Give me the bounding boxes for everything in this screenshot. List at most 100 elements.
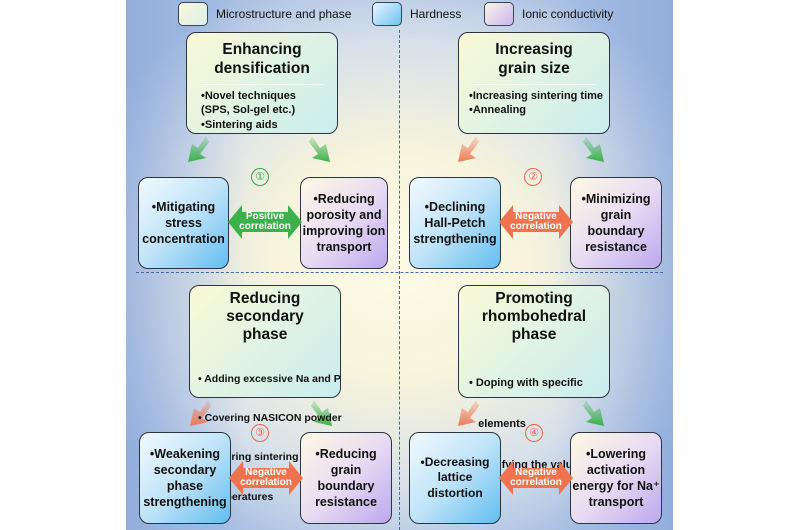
legend: Microstructure and phase Hardness Ionic … bbox=[126, 0, 673, 28]
arrow-down-left-icon bbox=[188, 136, 209, 162]
title-line: rhombohedral bbox=[481, 307, 587, 325]
vertical-divider bbox=[399, 30, 400, 530]
legend-swatch-microstructure bbox=[178, 2, 208, 26]
title-line: Reducing bbox=[229, 290, 301, 307]
title-line: secondary bbox=[226, 307, 304, 325]
effect-line: •Reducing bbox=[315, 446, 377, 461]
title-line: phase bbox=[511, 325, 557, 343]
legend-label: Microstructure and phase bbox=[216, 7, 352, 21]
correlation-label: Negative correlation bbox=[229, 459, 303, 497]
title-line: grain size bbox=[498, 59, 570, 77]
effect-line: grain boundary bbox=[317, 462, 375, 493]
legend-label: Ionic conductivity bbox=[522, 7, 614, 21]
effect-line: phase bbox=[166, 479, 204, 493]
effect-line: Hall-Petch bbox=[424, 215, 486, 230]
correlation-line2: correlation bbox=[510, 477, 562, 488]
title-line: Increasing bbox=[495, 41, 573, 58]
correlation-line1: Negative bbox=[515, 466, 557, 478]
main-box-title: Reducing secondary phase bbox=[226, 290, 304, 343]
legend-swatch-ionic-conductivity bbox=[484, 2, 514, 26]
effect-line: •Lowering bbox=[586, 446, 646, 461]
effect-box-reducing-porosity: •Reducing porosity and improving ion tra… bbox=[300, 177, 388, 269]
bullet: elements bbox=[469, 418, 526, 431]
title-line: densification bbox=[214, 59, 310, 77]
main-box-enhancing-densification: Enhancing densification •Novel technique… bbox=[186, 32, 338, 134]
diagram-canvas: Microstructure and phase Hardness Ionic … bbox=[126, 0, 673, 530]
double-arrow-icon bbox=[229, 461, 303, 495]
main-box-reducing-secondary-phase: Reducing secondary phase • Adding excess… bbox=[189, 285, 342, 503]
effect-line: •Minimizing bbox=[581, 191, 651, 206]
effect-box-minimizing-gb-resistance: •Minimizing grain boundary resistance bbox=[570, 177, 662, 269]
effect-box-decreasing-lattice-distortion: •Decreasing lattice distortion bbox=[409, 432, 501, 524]
effect-box-lowering-activation-energy: •Lowering activation energy for Na⁺ tran… bbox=[570, 432, 662, 524]
main-box-bullets: •Increasing sintering time •Annealing bbox=[459, 89, 603, 118]
effect-box-declining-hall-petch: •Declining Hall-Petch strengthening bbox=[409, 177, 501, 269]
effect-line: stress bbox=[165, 215, 202, 230]
effect-line: concentration bbox=[142, 232, 225, 247]
main-box-title: Increasing grain size bbox=[495, 41, 573, 78]
title-line: Promoting bbox=[495, 290, 573, 307]
correlation-line2: correlation bbox=[239, 221, 291, 232]
legend-swatch-hardness bbox=[372, 2, 402, 26]
main-box-increasing-grain-size: Increasing grain size •Increasing sinter… bbox=[458, 32, 610, 134]
legend-item-ionic-conductivity: Ionic conductivity bbox=[484, 2, 613, 26]
correlation-line2: correlation bbox=[510, 221, 562, 232]
effect-line: resistance bbox=[585, 240, 647, 255]
effect-line: transport bbox=[316, 240, 372, 255]
arrow-down-right-icon bbox=[311, 400, 332, 426]
horizontal-divider bbox=[136, 272, 663, 273]
correlation-label: Positive correlation bbox=[228, 203, 302, 241]
effect-line: •Mitigating bbox=[151, 199, 216, 214]
separator bbox=[200, 84, 324, 86]
main-box-promoting-rhombohedral-phase: Promoting rhombohedral phase • Doping wi… bbox=[458, 285, 610, 471]
correlation-arrow-positive-1: Positive correlation bbox=[228, 203, 302, 241]
quadrant-number-3: ③ bbox=[251, 424, 269, 442]
flow-arrows bbox=[188, 136, 604, 426]
correlation-line1: Positive bbox=[245, 210, 285, 222]
bullet: • Adding excessive Na and P bbox=[198, 372, 341, 385]
effect-line: •Reducing bbox=[313, 191, 375, 206]
quadrant-number-1: ① bbox=[251, 168, 269, 186]
arrow-down-right-icon bbox=[309, 136, 330, 162]
correlation-arrow-negative-3: Negative correlation bbox=[229, 459, 303, 497]
bullet: •Annealing bbox=[469, 104, 527, 117]
correlation-line2: correlation bbox=[240, 477, 292, 488]
effect-box-mitigating-stress: •Mitigating stress concentration bbox=[138, 177, 229, 269]
correlation-arrow-negative-2: Negative correlation bbox=[499, 203, 573, 241]
effect-line: •Decreasing bbox=[420, 454, 490, 469]
legend-item-microstructure: Microstructure and phase bbox=[178, 2, 351, 26]
effect-line: transport bbox=[588, 495, 644, 510]
quadrant-number-4: ④ bbox=[525, 424, 543, 442]
legend-label: Hardness bbox=[410, 7, 462, 21]
effect-line: •Weakening bbox=[149, 446, 221, 461]
correlation-label: Negative correlation bbox=[499, 203, 573, 241]
effect-line: secondary bbox=[153, 462, 217, 477]
double-arrow-icon bbox=[499, 461, 573, 495]
effect-box-weakening-secondary-phase: •Weakening secondary phase strengthening bbox=[139, 432, 231, 524]
quadrant-number-2: ② bbox=[524, 168, 542, 186]
correlation-arrow-negative-4: Negative correlation bbox=[499, 459, 573, 497]
double-arrow-icon bbox=[228, 205, 302, 239]
effect-line: improving ion bbox=[302, 224, 386, 238]
arrow-down-right-icon bbox=[583, 400, 604, 426]
effect-line: activation bbox=[586, 462, 646, 477]
title-line: Enhancing bbox=[222, 41, 302, 58]
bullet: • Doping with specific bbox=[469, 376, 583, 389]
title-line: phase bbox=[242, 325, 288, 343]
main-box-bullets: •Novel techniques (SPS, Sol-gel etc.) •S… bbox=[187, 89, 296, 132]
effect-line: strengthening bbox=[413, 232, 497, 247]
arrow-down-left-icon bbox=[458, 400, 479, 426]
arrow-down-right-icon bbox=[583, 136, 604, 162]
bullet: • Covering NASICON powder bbox=[198, 412, 342, 425]
correlation-line1: Negative bbox=[245, 466, 287, 478]
bullet: (SPS, Sol-gel etc.) bbox=[201, 104, 296, 117]
effect-line: porosity and bbox=[306, 207, 382, 222]
double-arrow-icon bbox=[499, 205, 573, 239]
correlation-line1: Negative bbox=[515, 210, 557, 222]
effect-line: strengthening bbox=[143, 495, 227, 510]
effect-line: energy for Na⁺ bbox=[572, 479, 660, 493]
arrow-down-left-icon bbox=[190, 400, 211, 426]
effect-line: grain boundary bbox=[587, 207, 645, 238]
bullet: •Increasing sintering time bbox=[469, 90, 604, 103]
bullet: •Sintering aids bbox=[201, 118, 278, 131]
